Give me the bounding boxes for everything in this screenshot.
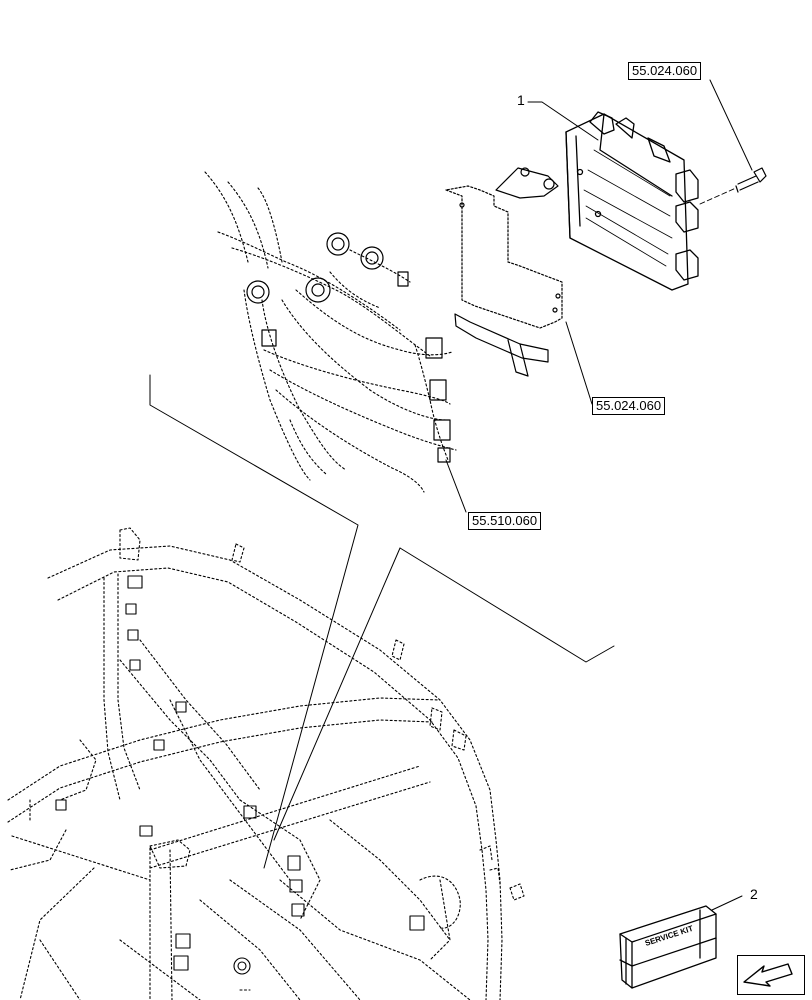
callout-item-2: 2 bbox=[750, 886, 758, 902]
bolt bbox=[735, 167, 767, 193]
reference-box-bracket[interactable]: 55.024.060 bbox=[592, 397, 666, 415]
service-kit-box bbox=[619, 905, 717, 989]
frame-connectors bbox=[55, 575, 425, 975]
next-page-button[interactable] bbox=[737, 955, 805, 995]
leader-lines bbox=[149, 79, 753, 911]
reference-box-harness[interactable]: 55.510.060 bbox=[468, 512, 542, 530]
upper-harness bbox=[204, 171, 457, 493]
next-page-arrow-icon bbox=[743, 963, 793, 987]
ecu-module bbox=[565, 111, 699, 291]
callout-item-1: 1 bbox=[517, 92, 525, 108]
round-connectors bbox=[246, 232, 451, 463]
cab-frame bbox=[7, 527, 525, 1000]
service-kit-label: SERVICE KIT bbox=[644, 924, 695, 948]
reference-box-ecu-bolt[interactable]: 55.024.060 bbox=[628, 62, 702, 80]
ecu-bracket bbox=[445, 167, 563, 377]
